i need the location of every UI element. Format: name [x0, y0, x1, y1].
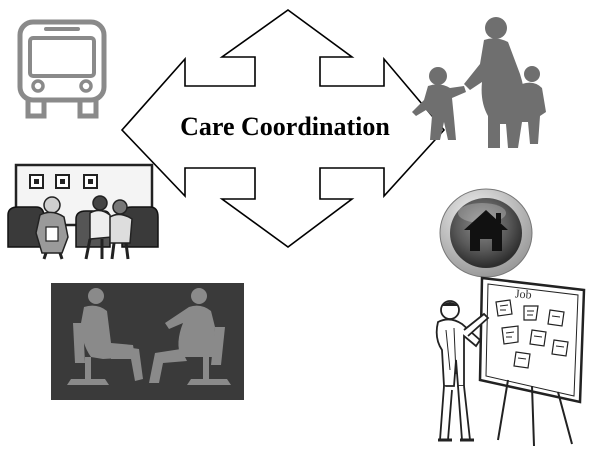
waiting-room-clipart — [7, 163, 159, 260]
bus-icon — [17, 19, 107, 119]
home-icon — [439, 188, 533, 278]
counseling-session-photo — [51, 283, 244, 400]
job-board-label: Job — [514, 286, 533, 302]
center-label: Care Coordination — [180, 112, 390, 141]
job-board-clipart — [435, 276, 586, 447]
family-silhouette-icon — [412, 17, 546, 148]
